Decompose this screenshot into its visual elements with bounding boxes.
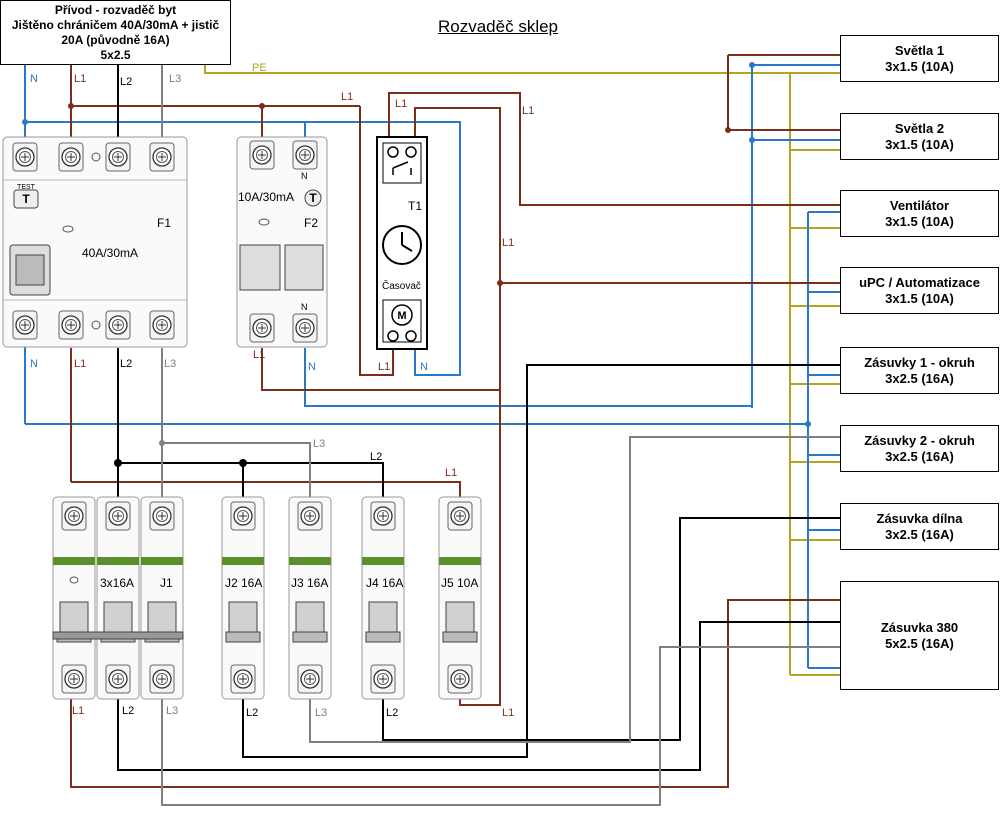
circuit-name: Ventilátor (889, 197, 950, 213)
label-l1-j5: L1 (502, 707, 514, 719)
circuit-box-ventilator: Ventilátor 3x1.5 (10A) (840, 190, 999, 237)
source-line-2: Jištěno chráničem 40A/30mA + jistič (11, 18, 220, 32)
wire-l3 (161, 65, 840, 806)
circuit-box-upc: uPC / Automatizace 3x1.5 (10A) (840, 267, 999, 314)
svg-text:N: N (301, 302, 308, 312)
breaker-3p-rating: 3x16A (100, 576, 134, 590)
label-l1-a: L1 (341, 91, 353, 103)
circuit-box-zasuvka-380: Zásuvka 380 5x2.5 (16A) (840, 581, 999, 690)
label-l3-out: L3 (166, 705, 178, 717)
label-l1-t1: L1 (378, 361, 390, 373)
rcbo-f2-rating: 10A/30mA (238, 190, 294, 204)
timer-motor-label: M (397, 310, 406, 322)
circuit-name: Zásuvky 2 - okruh (864, 432, 975, 448)
rcd-f1-name: F1 (157, 216, 171, 230)
label-l2-j2: L2 (246, 707, 258, 719)
circuit-name: Zásuvka 380 (880, 619, 959, 635)
circuit-box-zasuvky-1: Zásuvky 1 - okruh 3x2.5 (16A) (840, 347, 999, 394)
label-l2-bus: L2 (370, 451, 382, 463)
label-l3-f1: L3 (164, 358, 176, 370)
junction-dots (22, 62, 811, 467)
timer-t1: T1 Časovač M (376, 136, 428, 350)
label-l1-b: L1 (395, 98, 407, 110)
label-l2-j4: L2 (386, 707, 398, 719)
source-line-3: 20A (původně 16A) (61, 33, 170, 47)
breaker-j4-label: J4 16A (366, 576, 403, 590)
circuit-cable: 3x2.5 (16A) (885, 448, 954, 464)
circuit-cable: 3x2.5 (16A) (885, 526, 954, 542)
circuit-name: Zásuvka dílna (876, 510, 963, 526)
rcd-f1-test-button: T (22, 192, 30, 206)
rcbo-f2-test-button: T (309, 191, 317, 205)
breaker-3p-name: J1 (160, 576, 173, 590)
rcbo-f2: N N T 10A/30mA F2 (236, 136, 328, 348)
label-n-t1: N (420, 361, 428, 373)
circuit-box-svetla-1: Světla 1 3x1.5 (10A) (840, 35, 999, 82)
source-line-4: 5x2.5 (100, 48, 131, 62)
circuit-box-svetla-2: Světla 2 3x1.5 (10A) (840, 113, 999, 160)
label-n-f2: N (308, 361, 316, 373)
timer-t1-name: T1 (408, 199, 422, 213)
label-n-f1: N (30, 358, 38, 370)
breaker-j3: J3 16A (289, 497, 331, 699)
circuit-box-zasuvky-2: Zásuvky 2 - okruh 3x2.5 (16A) (840, 425, 999, 472)
breaker-j5: J5 10A (439, 497, 481, 699)
circuit-cable: 3x1.5 (10A) (885, 58, 954, 74)
source-line-1: Přívod - rozvaděč byt (54, 3, 177, 17)
label-l3-top: L3 (169, 73, 181, 85)
svg-text:N: N (301, 171, 308, 181)
circuit-cable: 3x1.5 (10A) (885, 290, 954, 306)
circuit-cable: 3x2.5 (16A) (885, 370, 954, 386)
circuit-cable: 3x1.5 (10A) (885, 136, 954, 152)
wire-labels: PE N L1 L2 L3 N L1 L2 L3 L1 L1 L1 L1 L1 … (30, 62, 534, 719)
circuit-cable: 5x2.5 (16A) (885, 635, 954, 651)
label-l2-out: L2 (122, 705, 134, 717)
wire-l2 (117, 65, 840, 771)
label-l3-j3: L3 (315, 707, 327, 719)
rcd-f1: T TEST 40A/30mA F1 (2, 136, 188, 348)
label-l3-bus: L3 (313, 438, 325, 450)
label-l1-f2: L1 (253, 349, 265, 361)
source-box: Přívod - rozvaděč byt Jištěno chráničem … (0, 0, 231, 65)
circuit-name: Zásuvky 1 - okruh (864, 354, 975, 370)
label-l2-f1: L2 (120, 358, 132, 370)
diagram-title: Rozvaděč sklep (438, 17, 559, 36)
label-n-top: N (30, 73, 38, 85)
circuit-name: Světla 2 (894, 120, 945, 136)
rcbo-f2-name: F2 (304, 216, 318, 230)
label-l1-c: L1 (522, 105, 534, 117)
breaker-j4: J4 16A (362, 497, 404, 699)
circuit-cable: 3x1.5 (10A) (885, 213, 954, 229)
label-l1-out: L1 (72, 705, 84, 717)
circuit-box-zasuvka-dilna: Zásuvka dílna 3x2.5 (16A) (840, 503, 999, 550)
breaker-j5-label: J5 10A (441, 576, 478, 590)
label-l1-bus: L1 (445, 467, 457, 479)
circuit-name: uPC / Automatizace (859, 274, 980, 290)
label-pe: PE (252, 62, 267, 74)
breaker-j2-label: J2 16A (225, 576, 262, 590)
label-l1-top: L1 (74, 73, 86, 85)
breaker-3p-j1: 3x16A J1 (52, 497, 184, 699)
breaker-j2: J2 16A (222, 497, 264, 699)
wire-l1 (70, 54, 840, 788)
rcd-f1-rating: 40A/30mA (82, 246, 138, 260)
circuit-name: Světla 1 (894, 42, 945, 58)
breaker-j3-label: J3 16A (291, 576, 328, 590)
timer-t1-label: Časovač (382, 279, 421, 292)
label-l1-f1: L1 (74, 358, 86, 370)
label-l2-top: L2 (120, 76, 132, 88)
label-l1-d: L1 (502, 237, 514, 249)
rcd-f1-test-label: TEST (17, 184, 36, 191)
